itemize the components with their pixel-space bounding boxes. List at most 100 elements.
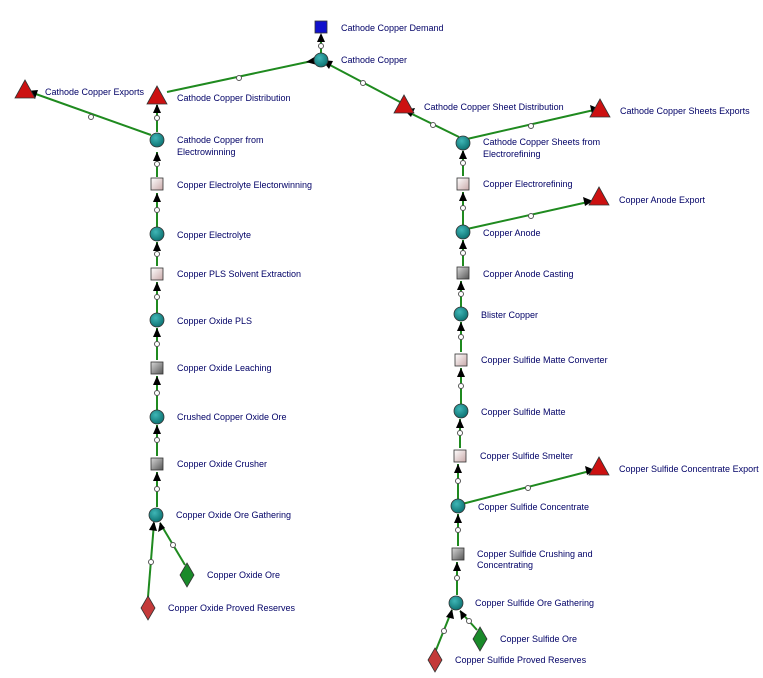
oxide-crusher-node[interactable] xyxy=(150,457,164,471)
edge-marker[interactable] xyxy=(154,251,160,257)
edge-marker[interactable] xyxy=(458,334,464,340)
sheet-exports-node[interactable] xyxy=(589,98,611,118)
oxide-reserves-node[interactable] xyxy=(140,595,156,621)
edge-marker[interactable] xyxy=(457,430,463,436)
arrowhead xyxy=(460,610,467,620)
anode-export-node[interactable] xyxy=(588,186,610,206)
anode-label: Copper Anode xyxy=(483,228,541,238)
matte-conv-node[interactable] xyxy=(454,353,468,367)
edge-markers xyxy=(88,43,534,634)
sulfide-conc-node[interactable] xyxy=(450,498,466,514)
blister-node[interactable] xyxy=(453,306,469,322)
edge-marker[interactable] xyxy=(455,527,461,533)
cathode-copper-node[interactable] xyxy=(313,52,329,68)
sheets-er-label-2: Electrorefining xyxy=(483,149,541,159)
cathode-ew-label-1: Cathode Copper from xyxy=(177,135,264,145)
edge-marker[interactable] xyxy=(525,485,531,491)
cathode-exports-label: Cathode Copper Exports xyxy=(45,87,145,97)
arrowhead xyxy=(453,562,461,571)
edge-marker[interactable] xyxy=(460,205,466,211)
edge-dist-to-exports[interactable] xyxy=(32,92,152,136)
arrowhead xyxy=(153,425,161,434)
arrowhead xyxy=(454,464,462,473)
edge-marker[interactable] xyxy=(154,390,160,396)
arrowhead xyxy=(153,104,161,113)
arrowhead xyxy=(583,197,593,206)
edge-marker[interactable] xyxy=(458,291,464,297)
arrowhead xyxy=(317,33,325,42)
pls-sx-label: Copper PLS Solvent Extraction xyxy=(177,269,301,279)
sheets-er-node[interactable] xyxy=(455,135,471,151)
oxide-gather-label: Copper Oxide Ore Gathering xyxy=(176,510,291,520)
sheet-exports-label: Cathode Copper Sheets Exports xyxy=(620,106,750,116)
oxide-pls-label: Copper Oxide PLS xyxy=(177,316,252,326)
crushed-oxide-label: Crushed Copper Oxide Ore xyxy=(177,412,287,422)
electrolyte-node[interactable] xyxy=(149,226,165,242)
edge-marker[interactable] xyxy=(236,75,242,81)
arrowhead xyxy=(457,322,465,331)
edge-marker[interactable] xyxy=(528,123,534,129)
sulfide-ore-node[interactable] xyxy=(472,626,488,652)
electrorefining-node[interactable] xyxy=(456,177,470,191)
oxide-gather-node[interactable] xyxy=(148,507,164,523)
edge-marker[interactable] xyxy=(318,43,324,49)
sulfide-matte-node[interactable] xyxy=(453,403,469,419)
edge-marker[interactable] xyxy=(88,114,94,120)
edge-marker[interactable] xyxy=(441,628,447,634)
sulfide-gather-label: Copper Sulfide Ore Gathering xyxy=(475,598,594,608)
labels: Cathode Copper Demand Cathode Copper Cat… xyxy=(45,23,759,665)
electrolyte-ew-node[interactable] xyxy=(150,177,164,191)
sulfide-smelter-node[interactable] xyxy=(453,449,467,463)
oxide-leach-node[interactable] xyxy=(150,361,164,375)
edge-marker[interactable] xyxy=(455,478,461,484)
pls-sx-node[interactable] xyxy=(150,267,164,281)
oxide-pls-node[interactable] xyxy=(149,312,165,328)
sulfide-gather-node[interactable] xyxy=(448,595,464,611)
oxide-crusher-label: Copper Oxide Crusher xyxy=(177,459,267,469)
cathode-dist-node[interactable] xyxy=(146,85,168,105)
arrowhead xyxy=(153,242,161,251)
edge-marker[interactable] xyxy=(460,160,466,166)
edge-marker[interactable] xyxy=(154,486,160,492)
arrowhead xyxy=(456,419,464,428)
sheet-dist-node[interactable] xyxy=(393,94,415,114)
anode-casting-node[interactable] xyxy=(456,266,470,280)
crush-conc-label-1: Copper Sulfide Crushing and xyxy=(477,549,593,559)
crush-conc-node[interactable] xyxy=(451,547,465,561)
conc-export-node[interactable] xyxy=(588,456,610,476)
edge-marker[interactable] xyxy=(154,294,160,300)
edge-marker[interactable] xyxy=(170,542,176,548)
edge-marker[interactable] xyxy=(528,213,534,219)
edge-marker[interactable] xyxy=(154,115,160,121)
arrowhead xyxy=(446,609,454,619)
edge-marker[interactable] xyxy=(466,618,472,624)
edge-marker[interactable] xyxy=(360,80,366,86)
cathode-dist-label: Cathode Copper Distribution xyxy=(177,93,291,103)
edge-marker[interactable] xyxy=(460,250,466,256)
blister-label: Blister Copper xyxy=(481,310,538,320)
sulfide-smelter-label: Copper Sulfide Smelter xyxy=(480,451,573,461)
cathode-exports-node[interactable] xyxy=(14,79,36,99)
edge-marker[interactable] xyxy=(430,122,436,128)
arrowhead xyxy=(153,282,161,291)
cathode-ew-node[interactable] xyxy=(149,132,165,148)
oxide-ore-node[interactable] xyxy=(179,562,195,588)
sulfide-matte-label: Copper Sulfide Matte xyxy=(481,407,566,417)
demand-node[interactable] xyxy=(314,20,328,34)
arrowhead xyxy=(158,522,165,532)
anode-node[interactable] xyxy=(455,224,471,240)
edge-marker[interactable] xyxy=(454,575,460,581)
edge-anode-to-export[interactable] xyxy=(466,201,589,230)
edge-marker[interactable] xyxy=(154,207,160,213)
crush-conc-label-2: Concentrating xyxy=(477,560,533,570)
edge-marker[interactable] xyxy=(154,161,160,167)
oxide-ore-label: Copper Oxide Ore xyxy=(207,570,280,580)
edge-marker[interactable] xyxy=(148,559,154,565)
edge-marker[interactable] xyxy=(154,437,160,443)
edge-marker[interactable] xyxy=(458,383,464,389)
edge-marker[interactable] xyxy=(154,341,160,347)
sulfide-reserves-node[interactable] xyxy=(427,647,443,673)
electrolyte-ew-label: Copper Electrolyte Electorwinning xyxy=(177,180,312,190)
crushed-oxide-node[interactable] xyxy=(149,409,165,425)
